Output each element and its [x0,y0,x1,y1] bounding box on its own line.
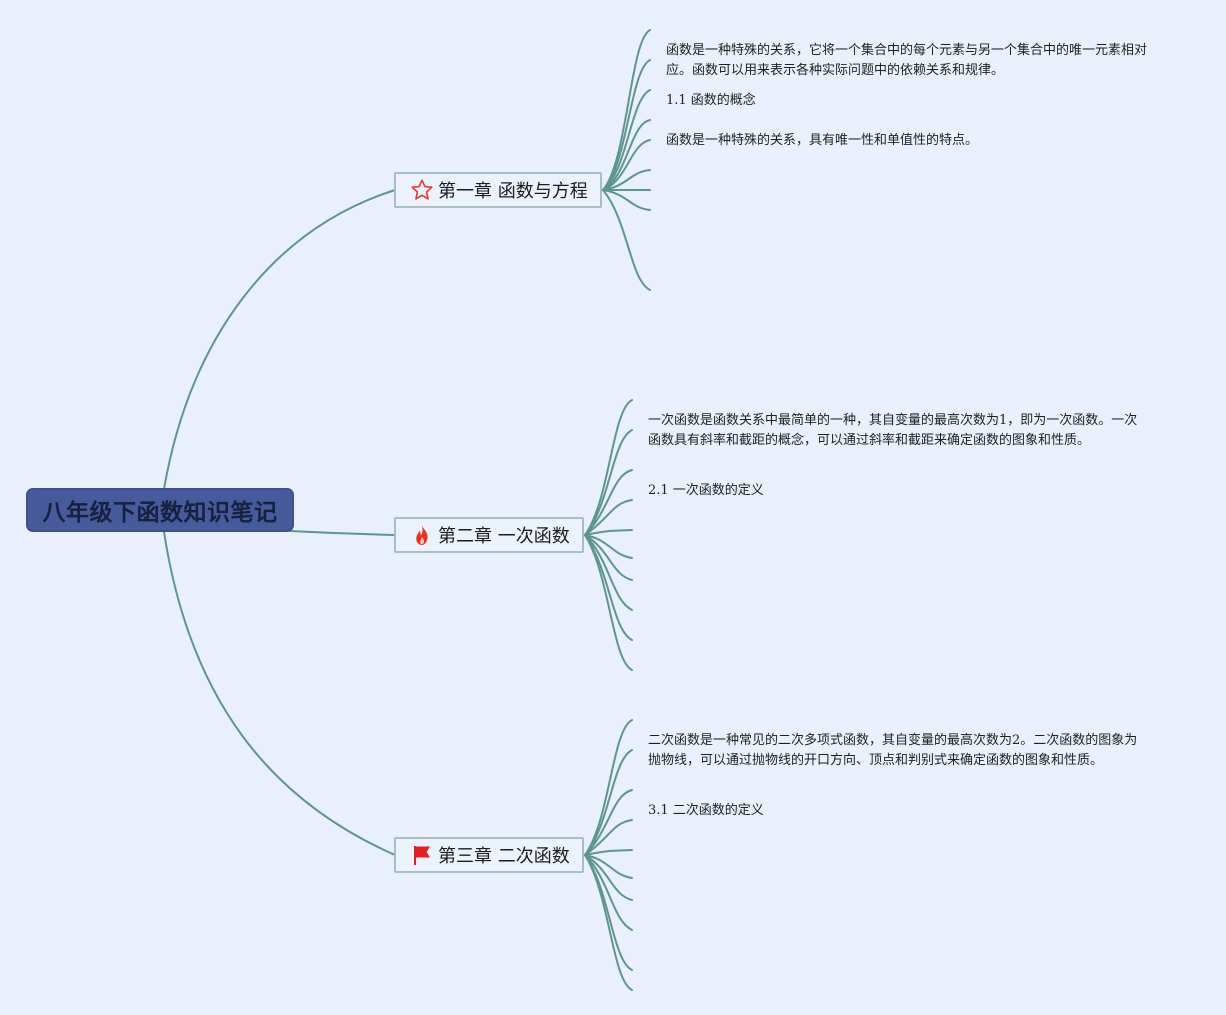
chapter-topic-1[interactable]: 第一章 函数与方程 [394,172,602,208]
connector-root-ch1 [163,189,396,490]
root-title: 八年级下函数知识笔记 [42,500,278,526]
chapter-3-branch-lines [584,719,633,991]
chapter-1-note-detail: 函数是一种特殊的关系，具有唯一性和单值性的特点。 [666,133,979,148]
chapter-2-branch-lines [584,399,633,671]
chapter-topic-2[interactable]: 第二章 一次函数 [394,517,584,553]
star-outline-icon [410,178,434,202]
chapter-1-branch-lines [602,29,651,291]
chapter-1-note-summary: 函数是一种特殊的关系，它将一个集合中的每个元素与另一个集合中的唯一元素相对应。函… [666,43,1148,78]
chapter-3-note-summary: 二次函数是一种常见的二次多项式函数，其自变量的最高次数为2。二次函数的图象为抛物… [648,733,1138,768]
chapter-3-note-subheading: 3.1 二次函数的定义 [648,803,764,818]
chapter-1-note-subheading: 1.1 函数的概念 [666,93,756,108]
chapter-title: 第一章 函数与方程 [438,181,588,202]
chapter-topic-3[interactable]: 第三章 二次函数 [394,837,584,873]
connector-root-ch2 [289,530,396,536]
chapter-title: 第三章 二次函数 [438,846,570,867]
chapter-title: 第二章 一次函数 [438,526,570,547]
fire-icon [410,523,434,547]
connector-root-ch3 [163,531,396,856]
chapter-2-note-subheading: 2.1 一次函数的定义 [648,483,764,498]
flag-icon [410,843,434,867]
root-topic[interactable]: 八年级下函数知识笔记 [26,488,294,532]
chapter-2-note-summary: 一次函数是函数关系中最简单的一种，其自变量的最高次数为1，即为一次函数。一次函数… [648,413,1138,448]
